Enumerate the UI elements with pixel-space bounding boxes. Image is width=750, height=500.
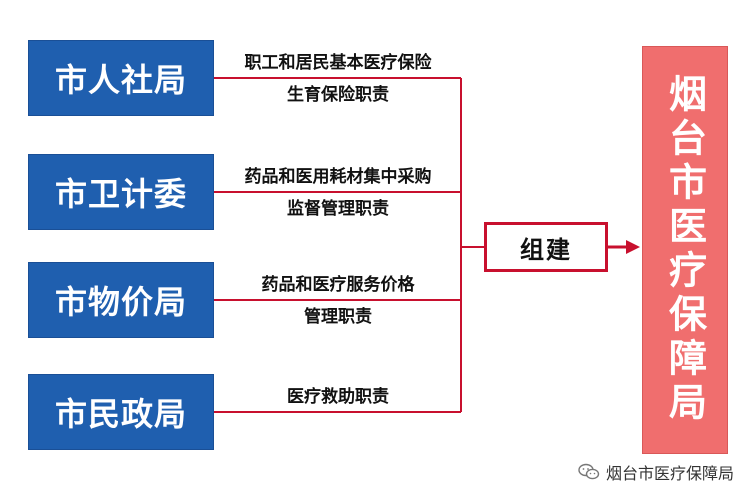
target-label: 烟台市医疗保障局 [662,74,707,426]
duty-civil: 医疗救助职责 [214,384,462,410]
source-box-civil: 市民政局 [28,374,214,450]
duty-civil-line-1: 医疗救助职责 [287,387,389,407]
source-box-health: 市卫计委 [28,154,214,230]
center-box: 组建 [484,222,608,272]
source-box-price: 市物价局 [28,262,214,338]
arrow-head [626,240,640,254]
duty-hrss-line-2: 生育保险职责 [287,85,389,105]
duty-health-line-1: 药品和医用耗材集中采购 [244,167,432,187]
duty-health-line-2: 监督管理职责 [287,199,389,219]
duty-price: 药品和医疗服务价格 管理职责 [214,272,462,330]
duty-hrss-line-1: 职工和居民基本医疗保险 [244,53,432,73]
watermark-text: 烟台市医疗保障局 [605,464,734,483]
duty-health: 药品和医用耗材集中采购 监督管理职责 [214,164,462,222]
wechat-icon [578,463,600,480]
duty-hrss: 职工和居民基本医疗保险 生育保险职责 [214,50,462,108]
watermark: 烟台市医疗保障局 [578,460,734,484]
duty-price-line-2: 管理职责 [304,307,372,327]
duty-price-line-1: 药品和医疗服务价格 [261,275,415,295]
source-box-hrss: 市人社局 [28,40,214,116]
target-box: 烟台市医疗保障局 [642,46,728,454]
